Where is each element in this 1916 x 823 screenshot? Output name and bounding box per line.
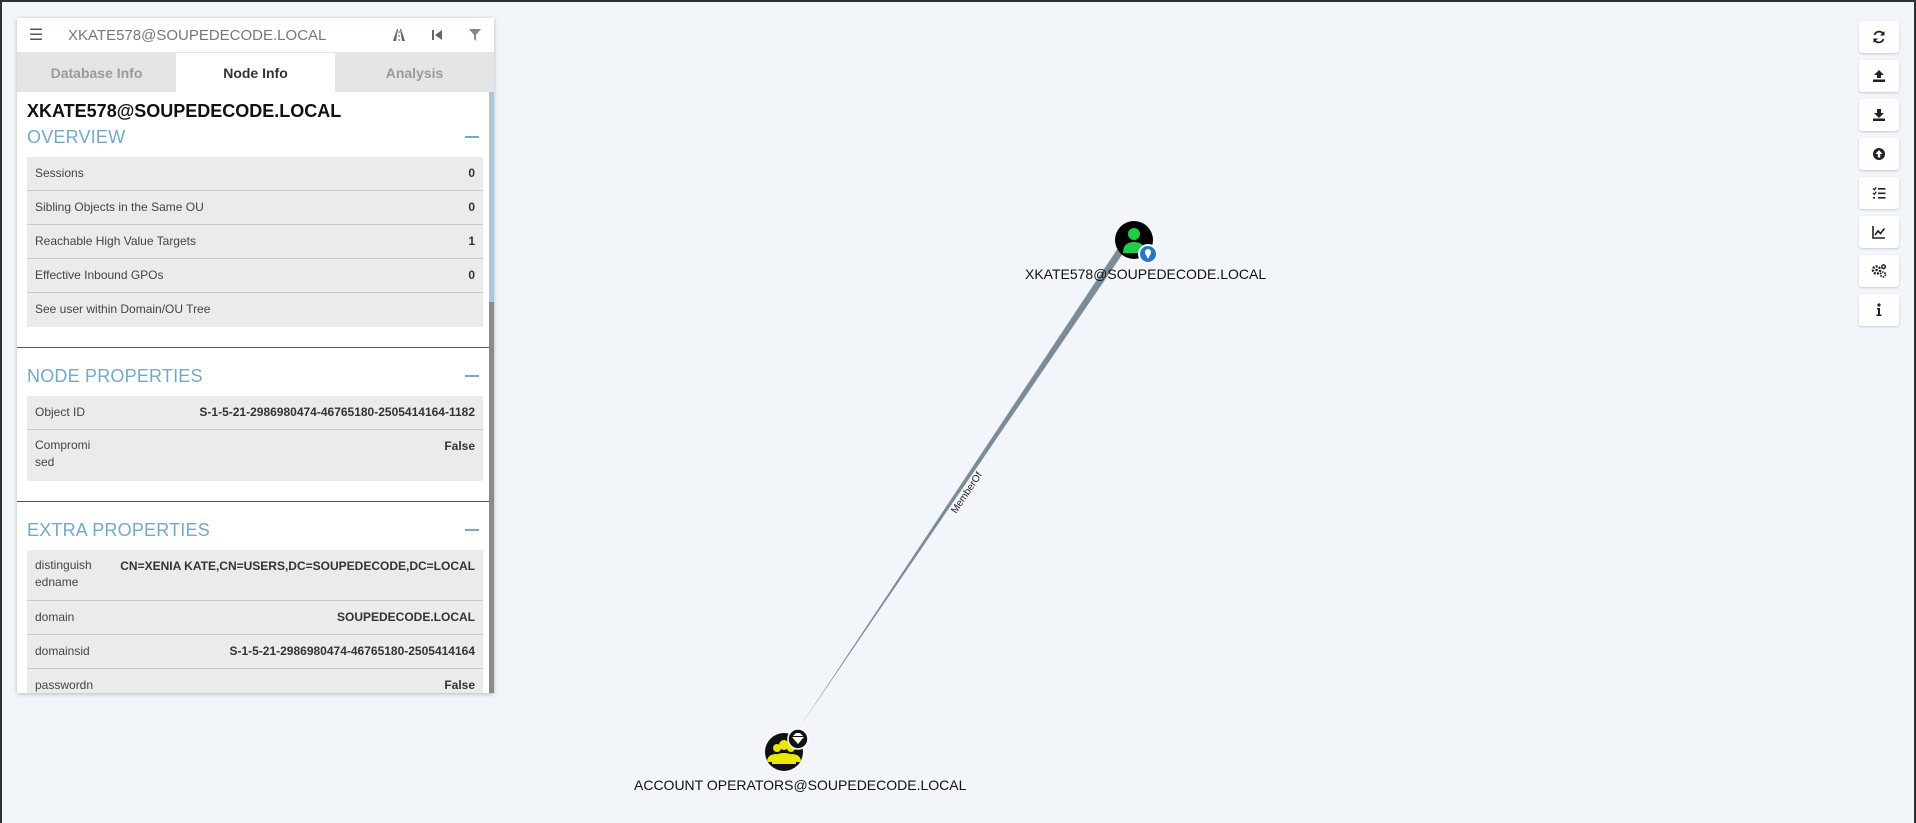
row-value: SOUPEDECODE.LOCAL bbox=[336, 610, 475, 624]
search-input[interactable]: XKATE578@SOUPEDECODE.LOCAL bbox=[68, 26, 327, 44]
queries-button[interactable] bbox=[1859, 177, 1899, 209]
table-row: domain SOUPEDECODE.LOCAL bbox=[27, 601, 483, 635]
collapse-icon[interactable] bbox=[465, 375, 479, 377]
download-icon bbox=[1873, 109, 1885, 121]
extra-properties-header[interactable]: EXTRA PROPERTIES bbox=[17, 515, 494, 545]
overview-header[interactable]: OVERVIEW bbox=[17, 122, 494, 152]
back-icon[interactable] bbox=[418, 28, 456, 42]
scrollbar-track-lower bbox=[489, 302, 494, 693]
collapse-icon[interactable] bbox=[465, 136, 479, 138]
table-row: domainsid S-1-5-21-2986980474-46765180-2… bbox=[27, 635, 483, 669]
filter-icon[interactable] bbox=[456, 28, 494, 42]
section-divider bbox=[17, 501, 494, 502]
table-row: Object ID S-1-5-21-2986980474-46765180-2… bbox=[27, 396, 483, 430]
section-divider bbox=[17, 347, 494, 348]
row-label: Object ID bbox=[35, 405, 86, 419]
panel-tabs: Database Info Node Info Analysis bbox=[17, 53, 494, 92]
search-bar: ☰ XKATE578@SOUPEDECODE.LOCAL bbox=[17, 18, 494, 53]
collapse-icon[interactable] bbox=[465, 529, 479, 531]
info-icon bbox=[1876, 303, 1882, 316]
extra-properties-table: distinguishedname CN=XENIA KATE,CN=USERS… bbox=[27, 550, 483, 693]
table-row[interactable]: See user within Domain/OU Tree bbox=[27, 293, 483, 327]
upload-data-button[interactable] bbox=[1859, 138, 1899, 170]
tab-database-info[interactable]: Database Info bbox=[17, 53, 176, 92]
query-list-icon bbox=[1872, 186, 1886, 199]
node-title: XKATE578@SOUPEDECODE.LOCAL bbox=[27, 101, 342, 121]
extra-properties-heading: EXTRA PROPERTIES bbox=[27, 519, 210, 540]
node-properties-header[interactable]: NODE PROPERTIES bbox=[17, 361, 494, 391]
row-value: S-1-5-21-2986980474-46765180-2505414164 bbox=[229, 644, 475, 658]
scrollbar-thumb[interactable] bbox=[489, 92, 494, 302]
row-label: domain bbox=[35, 610, 75, 624]
row-label: domainsid bbox=[35, 644, 90, 658]
row-value: False bbox=[444, 439, 475, 453]
settings-icon bbox=[1871, 264, 1887, 278]
settings-button[interactable] bbox=[1859, 255, 1899, 287]
refresh-button[interactable] bbox=[1859, 21, 1899, 53]
download-button[interactable] bbox=[1859, 99, 1899, 131]
pathfinding-icon[interactable] bbox=[380, 28, 418, 42]
row-value: 0 bbox=[468, 268, 475, 282]
row-label: Reachable High Value Targets bbox=[35, 234, 196, 248]
refresh-icon bbox=[1873, 30, 1885, 44]
upload-icon bbox=[1873, 70, 1885, 82]
memberof-edge[interactable] bbox=[799, 242, 1128, 728]
node-properties-table: Object ID S-1-5-21-2986980474-46765180-2… bbox=[27, 396, 483, 481]
row-value: 1 bbox=[468, 234, 475, 248]
chart-icon bbox=[1872, 226, 1886, 239]
table-row: Compromised False bbox=[27, 430, 483, 481]
table-row: distinguishedname CN=XENIA KATE,CN=USERS… bbox=[27, 550, 483, 601]
table-row[interactable]: Effective Inbound GPOs 0 bbox=[27, 259, 483, 293]
user-node-label: XKATE578@SOUPEDECODE.LOCAL bbox=[1025, 266, 1267, 282]
stats-button[interactable] bbox=[1859, 216, 1899, 248]
node-info-content[interactable]: XKATE578@SOUPEDECODE.LOCAL OVERVIEW Sess… bbox=[17, 92, 494, 693]
table-row[interactable]: Sibling Objects in the Same OU 0 bbox=[27, 191, 483, 225]
row-label: See user within Domain/OU Tree bbox=[35, 302, 211, 316]
row-label: Sessions bbox=[35, 166, 84, 180]
upload-button[interactable] bbox=[1859, 60, 1899, 92]
group-node-label: ACCOUNT OPERATORS@SOUPEDECODE.LOCAL bbox=[634, 777, 967, 793]
row-label: Effective Inbound GPOs bbox=[35, 268, 164, 282]
overview-heading: OVERVIEW bbox=[27, 126, 126, 147]
node-properties-heading: NODE PROPERTIES bbox=[27, 365, 203, 386]
row-value: CN=XENIA KATE,CN=USERS,DC=SOUPEDECODE,DC… bbox=[120, 559, 475, 573]
row-value: False bbox=[444, 678, 475, 692]
tab-node-info[interactable]: Node Info bbox=[176, 53, 335, 92]
graph-toolbar bbox=[1859, 21, 1899, 333]
row-value: S-1-5-21-2986980474-46765180-2505414164-… bbox=[199, 405, 475, 419]
table-row[interactable]: Sessions 0 bbox=[27, 157, 483, 191]
tab-analysis[interactable]: Analysis bbox=[335, 53, 494, 92]
group-node[interactable] bbox=[765, 728, 809, 771]
hamburger-menu-icon[interactable]: ☰ bbox=[28, 27, 44, 44]
table-row[interactable]: Reachable High Value Targets 1 bbox=[27, 225, 483, 259]
row-label: passwordn bbox=[35, 678, 94, 692]
user-node[interactable] bbox=[1115, 221, 1158, 264]
row-value: 0 bbox=[468, 200, 475, 214]
node-info-panel: ☰ XKATE578@SOUPEDECODE.LOCAL Database In… bbox=[17, 18, 494, 693]
row-label: distinguishedname bbox=[35, 558, 92, 589]
about-button[interactable] bbox=[1859, 294, 1899, 326]
table-row: passwordn False bbox=[27, 669, 483, 693]
row-label: Sibling Objects in the Same OU bbox=[35, 200, 204, 214]
upload-circle-icon bbox=[1873, 148, 1885, 160]
overview-table: Sessions 0 Sibling Objects in the Same O… bbox=[27, 157, 483, 327]
row-value: 0 bbox=[468, 166, 475, 180]
row-label: Compromised bbox=[35, 438, 91, 469]
